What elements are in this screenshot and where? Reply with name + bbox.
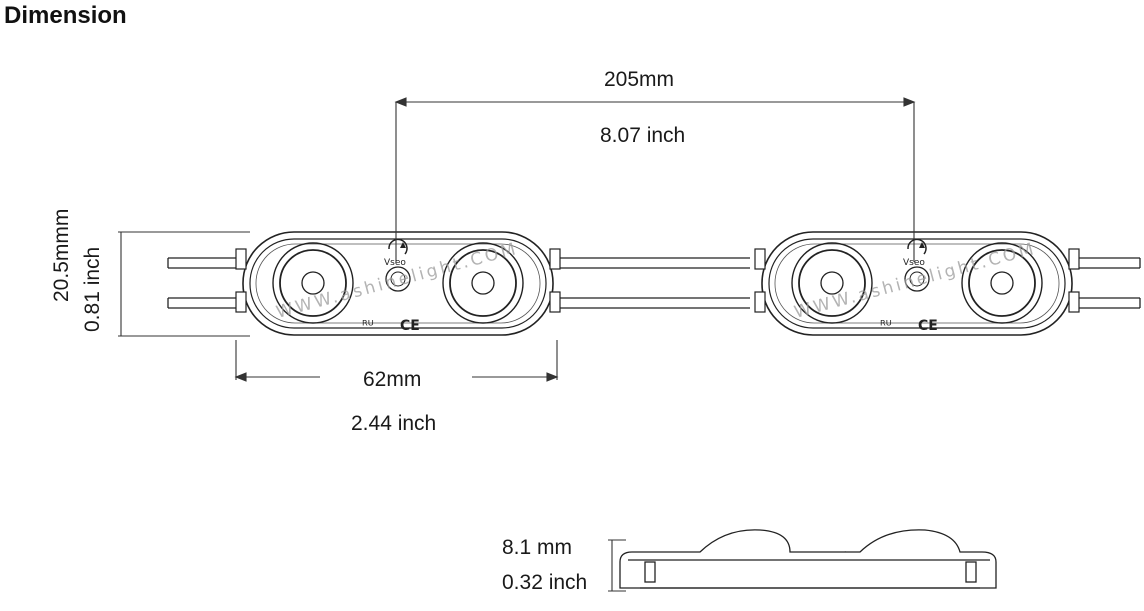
height-mm-label: 20.5mmm <box>50 208 73 302</box>
thickness-mm-label: 8.1 mm <box>502 536 573 559</box>
thickness-inch-label: 0.32 inch <box>502 571 588 594</box>
ul-mark: ᴿᵁ <box>880 319 892 334</box>
ce-mark: CE <box>918 318 938 334</box>
page-title: Dimension <box>4 2 127 29</box>
ul-mark: ᴿᵁ <box>362 319 374 334</box>
length-mm-label: 62mm <box>363 368 422 391</box>
length-inch-label: 2.44 inch <box>351 412 437 435</box>
brand-mark: Vseo <box>384 258 406 268</box>
ce-mark: CE <box>400 318 420 334</box>
height-dimension-lines <box>118 231 250 337</box>
wires <box>167 257 1141 309</box>
spacing-dimension-lines <box>394 97 916 262</box>
brand-mark: Vseo <box>903 258 925 268</box>
side-view <box>619 529 997 589</box>
cert-marks-right: ᴿᵁ CE Vseo <box>880 258 938 334</box>
spacing-inch-label: 8.07 inch <box>600 124 686 147</box>
length-dimension-lines <box>234 340 559 382</box>
thickness-dimension-lines <box>608 539 626 592</box>
spacing-mm-label: 205mm <box>604 68 675 91</box>
height-inch-label: 0.81 inch <box>81 246 104 332</box>
cert-marks-left: ᴿᵁ CE Vseo <box>362 258 420 334</box>
